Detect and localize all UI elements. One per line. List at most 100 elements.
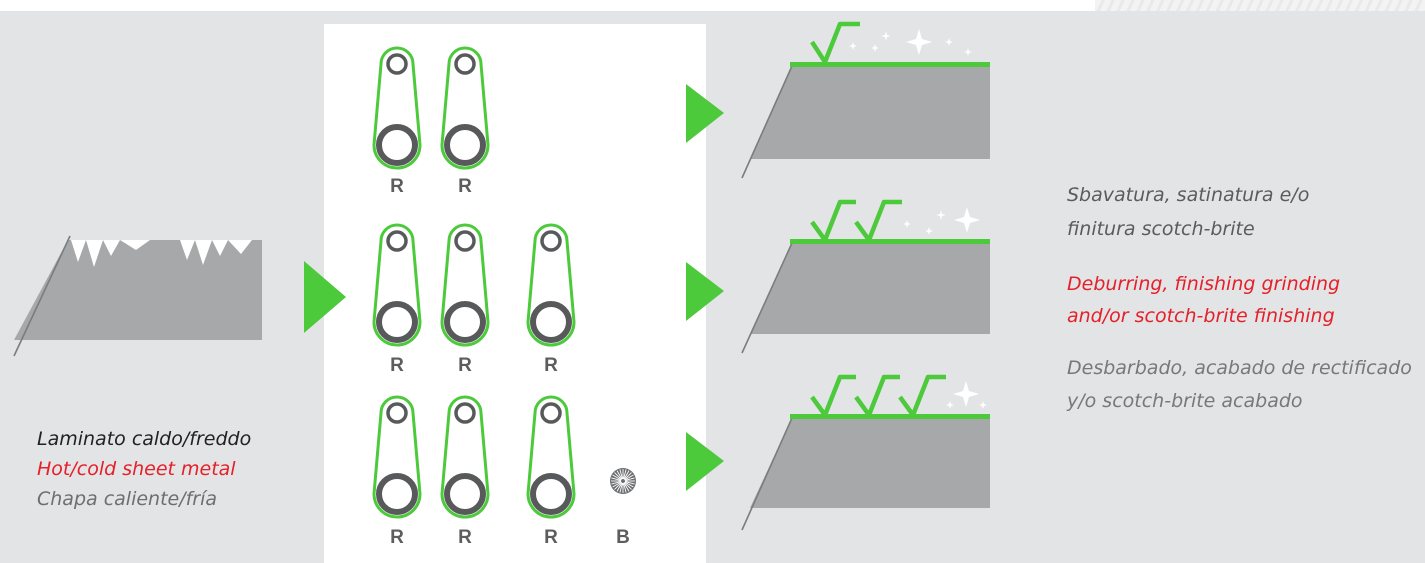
belt-label: R [390, 176, 404, 197]
brush-bristle [624, 482, 632, 490]
machine-configurations-box [324, 24, 706, 563]
drive-roller [530, 473, 572, 515]
input-label-es: Chapa caliente/fría [37, 488, 218, 510]
brush-bristle [616, 470, 623, 480]
top-roller [386, 402, 408, 424]
top-roller [386, 230, 408, 252]
sparkle-icon [925, 227, 933, 235]
checkmark-icon [898, 374, 946, 418]
corner-decoration [1095, 0, 1425, 11]
finished-sheet-1 [741, 21, 990, 179]
drive-roller [444, 124, 486, 166]
brush-bristle [623, 470, 630, 480]
burr-spike [212, 240, 228, 256]
input-label-it: Laminato caldo/freddo [37, 428, 252, 450]
brush-bristle [619, 482, 623, 493]
burr-spike [103, 240, 120, 256]
drive-roller [444, 301, 486, 343]
input-arrow-icon [304, 261, 346, 333]
brush-bristle [611, 477, 622, 481]
rough-sheet-metal [13, 235, 262, 357]
belt-label: R [544, 527, 558, 548]
sparkle-icon [906, 29, 932, 55]
output-arrow-icon-3 [686, 432, 724, 491]
sparkle-icon [936, 210, 946, 220]
finished-sheet-3 [741, 374, 990, 531]
burr-spike [195, 240, 212, 265]
sparkle-icon [953, 381, 979, 407]
brush-bristle [623, 482, 627, 493]
belt-units [372, 46, 636, 519]
brush-bristle [612, 474, 622, 481]
sanding-belt [526, 395, 576, 519]
sanding-belt [440, 395, 490, 519]
top-roller [454, 230, 476, 252]
sparkle-icon [881, 31, 891, 41]
brush-bristle [623, 482, 630, 492]
sparkle-icon [979, 401, 987, 409]
drive-roller [376, 301, 418, 343]
sparkle-icon [946, 401, 954, 409]
sanding-belt [372, 395, 422, 519]
sparkle-icon [954, 207, 980, 233]
brush-bristle [624, 474, 634, 481]
output-arrow-icon-2 [686, 262, 724, 321]
belt-label: R [390, 355, 404, 376]
top-roller [540, 230, 562, 252]
belt-label: R [544, 355, 558, 376]
brush-bristle [616, 482, 623, 492]
top-roller [540, 402, 562, 424]
sparkle-icon [945, 38, 953, 46]
output-label-en-line2: and/or scotch-brite finishing [1067, 305, 1335, 327]
burr-spike [228, 240, 252, 254]
brush-bristle [612, 481, 622, 488]
belt-label: R [458, 527, 472, 548]
belt-label: R [458, 355, 472, 376]
brush-label: B [616, 527, 630, 548]
top-roller [454, 402, 476, 424]
output-label-es-line1: Desbarbado, acabado de rectificado [1067, 357, 1412, 379]
checkmark-icon [810, 199, 856, 243]
brush-bristle [624, 477, 635, 481]
sparkle-icon [871, 44, 879, 52]
output-label-es-line2: y/o scotch-brite acabado [1067, 390, 1303, 412]
sparkle-icon [964, 48, 972, 56]
output-label-en-line1: Deburring, finishing grinding [1067, 273, 1341, 295]
drive-roller [376, 473, 418, 515]
burr-spike [120, 240, 150, 250]
output-arrow-icon-1 [686, 84, 724, 143]
output-label-it-line1: Sbavatura, satinatura e/o [1067, 184, 1310, 206]
brush-bristle [624, 481, 635, 485]
brush-bristle [614, 472, 622, 480]
brush-bristle [611, 481, 622, 485]
output-label-it-line2: finitura scotch-brite [1067, 218, 1255, 240]
sanding-belt [526, 223, 576, 347]
drive-roller [376, 124, 418, 166]
burr-spike [86, 240, 103, 267]
brush-bristle [614, 482, 622, 490]
belt-label: R [390, 527, 404, 548]
sparkle-icon [849, 42, 857, 50]
checkmark-icon [810, 21, 860, 65]
checkmark-icon [854, 374, 900, 418]
top-roller [454, 53, 476, 75]
brush-bristle [624, 481, 634, 488]
checkmark-icon [810, 374, 856, 418]
finished-sheet-2 [741, 199, 990, 354]
input-label-en: Hot/cold sheet metal [37, 458, 236, 480]
sparkle-icon [903, 220, 911, 228]
checkmark-icon [854, 199, 902, 243]
brush-bristle [619, 469, 623, 480]
sanding-belt [440, 46, 490, 170]
drive-roller [444, 473, 486, 515]
top-roller [386, 53, 408, 75]
burr-spike [180, 240, 195, 260]
drive-roller [530, 301, 572, 343]
belt-label: R [458, 176, 472, 197]
sanding-belt [372, 46, 422, 170]
sanding-belt [440, 223, 490, 347]
brush-bristle [623, 469, 627, 480]
brush-bristle [624, 472, 632, 480]
burr-spike [71, 240, 86, 262]
